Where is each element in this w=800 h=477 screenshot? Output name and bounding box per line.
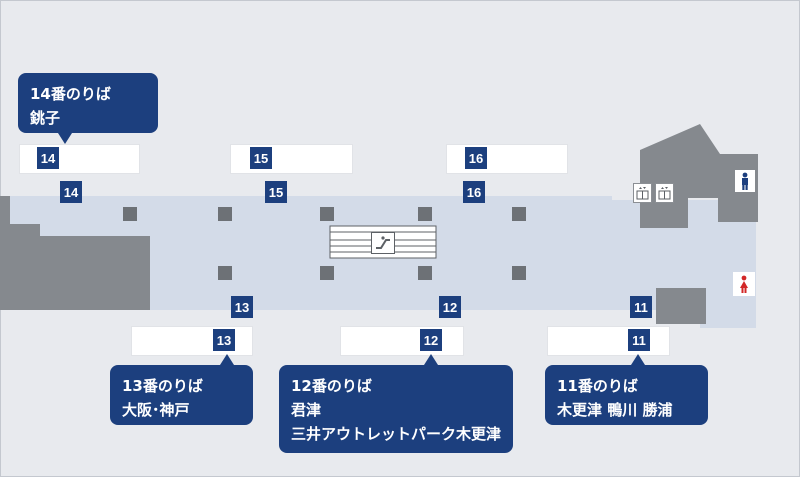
platform-13-title: 13番のりば bbox=[122, 377, 203, 395]
left-building bbox=[0, 196, 150, 310]
pillar bbox=[218, 266, 232, 280]
platform-16-sign-badge[interactable]: 16 bbox=[465, 147, 487, 169]
platform-13-callout[interactable]: 13番のりば 大阪･神戸 bbox=[110, 354, 253, 425]
platform-14-badge[interactable]: 14 bbox=[60, 181, 82, 203]
pillar bbox=[512, 266, 526, 280]
platform-14-destination: 銚子 bbox=[30, 109, 61, 127]
pillar bbox=[512, 207, 526, 221]
platform-13-badge[interactable]: 13 bbox=[231, 296, 253, 318]
callout-pointer bbox=[424, 354, 438, 365]
callout-pointer bbox=[58, 133, 72, 144]
womens-restroom-icon bbox=[733, 272, 755, 296]
platform-12-destination: 三井アウトレットパーク木更津 bbox=[291, 425, 502, 443]
pillar bbox=[320, 266, 334, 280]
platform-14-callout[interactable]: 14番のりば 銚子 bbox=[18, 73, 158, 144]
platform-11-badge[interactable]: 11 bbox=[630, 296, 652, 318]
pillar bbox=[418, 266, 432, 280]
platform-11-sign-badge[interactable]: 11 bbox=[628, 329, 650, 351]
callout-pointer bbox=[631, 354, 645, 365]
platform-signboard bbox=[547, 326, 670, 356]
platform-signboard bbox=[230, 144, 353, 174]
pillar bbox=[123, 207, 137, 221]
platform-13-sign-badge[interactable]: 13 bbox=[213, 329, 235, 351]
pillar bbox=[320, 207, 334, 221]
pillar bbox=[418, 207, 432, 221]
concourse-area bbox=[8, 196, 756, 328]
platform-signboard bbox=[340, 326, 464, 356]
platform-12-badge[interactable]: 12 bbox=[439, 296, 461, 318]
platform-12-callout[interactable]: 12番のりば 君津 三井アウトレットパーク木更津 bbox=[279, 354, 513, 453]
right-lower-block bbox=[656, 288, 706, 324]
callout-pointer bbox=[220, 354, 234, 365]
platform-15-badge[interactable]: 15 bbox=[265, 181, 287, 203]
platform-13-destination: 大阪･神戸 bbox=[122, 401, 190, 419]
platform-16-badge[interactable]: 16 bbox=[463, 181, 485, 203]
platform-12-title: 12番のりば bbox=[291, 377, 372, 395]
escalator-icon bbox=[371, 232, 395, 254]
platform-12-destination: 君津 bbox=[291, 401, 322, 419]
platform-11-callout[interactable]: 11番のりば 木更津 鴨川 勝浦 bbox=[545, 354, 708, 425]
platform-15-sign-badge[interactable]: 15 bbox=[250, 147, 272, 169]
platform-14-title: 14番のりば bbox=[30, 85, 111, 103]
platform-14-sign-badge[interactable]: 14 bbox=[37, 147, 59, 169]
elevator-icon bbox=[655, 183, 674, 203]
pillar bbox=[218, 207, 232, 221]
elevator-icon bbox=[633, 183, 652, 203]
mens-restroom-icon bbox=[735, 170, 755, 192]
platform-11-destination: 木更津 鴨川 勝浦 bbox=[557, 401, 673, 419]
platform-11-title: 11番のりば bbox=[557, 377, 638, 395]
platform-12-sign-badge[interactable]: 12 bbox=[420, 329, 442, 351]
